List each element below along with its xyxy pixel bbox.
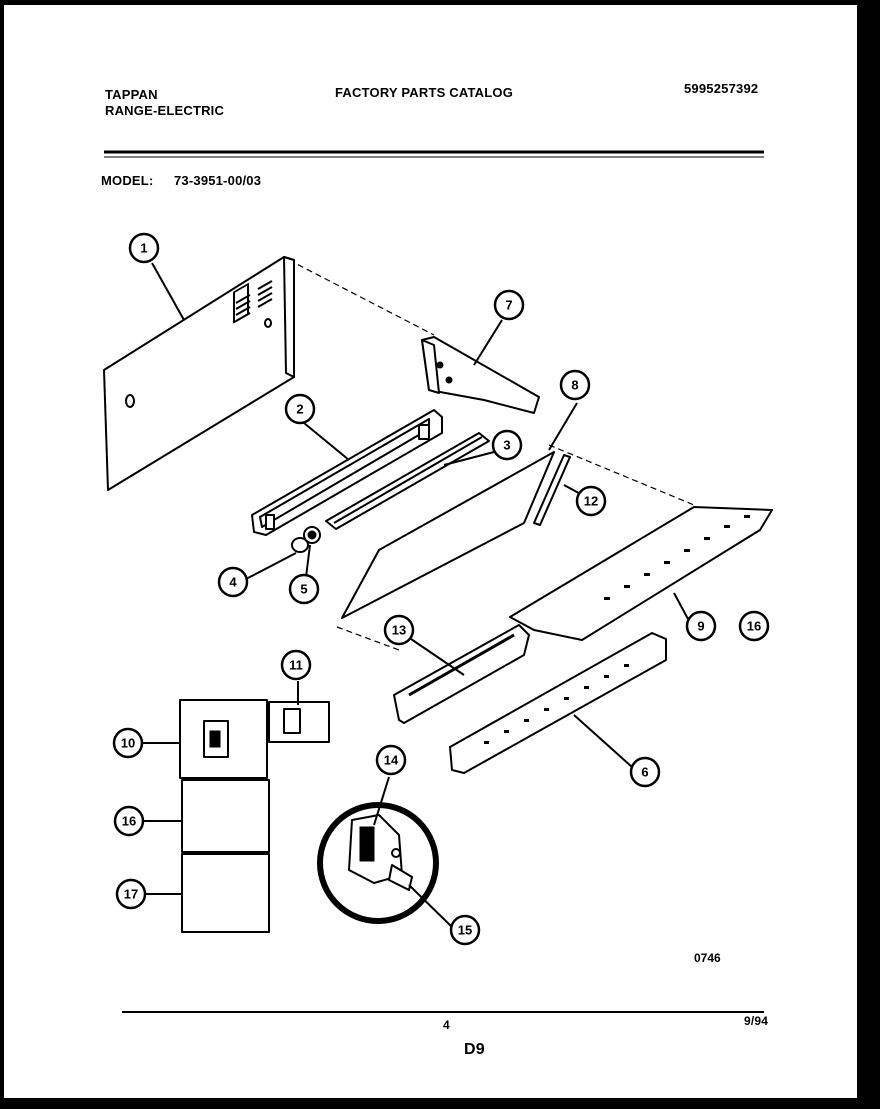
svg-text:11: 11 (289, 658, 303, 673)
callout-16-secondary: 16 (738, 610, 770, 642)
callout-8: 8 (559, 369, 591, 401)
callout-14: 14 (375, 744, 407, 776)
part-rod (325, 432, 490, 530)
page-number: 4 (443, 1018, 450, 1032)
part-knob (291, 537, 309, 553)
section-code: D9 (464, 1041, 485, 1058)
part-switch-inset (317, 802, 439, 924)
svg-text:2: 2 (296, 402, 303, 417)
assembly-line (336, 626, 400, 651)
part-ring-hole (307, 530, 317, 540)
model-value: 73-3951-00/03 (174, 173, 262, 188)
callout-15: 15 (449, 914, 481, 946)
callout-1: 1 (128, 232, 160, 264)
svg-text:8: 8 (571, 378, 578, 393)
callout-12: 12 (575, 485, 607, 517)
part-front-rail (251, 409, 443, 536)
callout-2: 2 (284, 393, 316, 425)
parts-catalog-page: TAPPAN RANGE-ELECTRIC FACTORY PARTS CATA… (4, 5, 857, 1098)
callout-3: 3 (491, 429, 523, 461)
part-top-bracket (421, 336, 540, 414)
assembly-line (548, 444, 695, 506)
part-control-panel (509, 506, 773, 641)
svg-text:13: 13 (392, 623, 406, 638)
svg-text:7: 7 (505, 298, 512, 313)
leader-lines (142, 262, 689, 928)
callout-5: 5 (288, 573, 320, 605)
catalog-number: 5995257392 (684, 81, 759, 96)
footer-date: 9/94 (744, 1014, 769, 1028)
svg-text:12: 12 (584, 494, 598, 509)
model-label: MODEL: (101, 173, 154, 188)
parts-box-stack (179, 699, 330, 933)
svg-text:10: 10 (121, 736, 135, 751)
catalog-title: FACTORY PARTS CATALOG (335, 85, 514, 100)
callout-6: 6 (629, 756, 661, 788)
svg-text:6: 6 (641, 765, 648, 780)
callout-16: 16 (113, 805, 145, 837)
svg-text:3: 3 (503, 438, 510, 453)
svg-text:1: 1 (140, 241, 147, 256)
svg-text:15: 15 (458, 923, 472, 938)
callout-13: 13 (383, 614, 415, 646)
callout-17: 17 (115, 878, 147, 910)
svg-text:17: 17 (124, 887, 138, 902)
svg-text:16: 16 (122, 814, 136, 829)
part-glass-panel (341, 451, 555, 619)
brand-label: TAPPAN (105, 87, 158, 102)
part-trim-strip (533, 454, 571, 526)
exploded-parts-diagram: 1 2 3 4 5 6 7 8 9 10 11 12 13 14 15 16 1… (103, 150, 773, 1013)
drawing-number: 0746 (694, 951, 721, 965)
part-back-panel (103, 256, 295, 491)
callout-10: 10 (112, 727, 144, 759)
svg-text:14: 14 (384, 753, 399, 768)
callout-11: 11 (280, 649, 312, 681)
assembly-line (288, 259, 435, 336)
callout-9: 9 (685, 610, 717, 642)
product-label: RANGE-ELECTRIC (105, 103, 225, 118)
svg-text:4: 4 (229, 575, 237, 590)
svg-text:9: 9 (697, 619, 704, 634)
svg-text:5: 5 (300, 582, 307, 597)
svg-text:16: 16 (747, 619, 761, 634)
part-vent-trim (449, 632, 667, 774)
callout-7: 7 (493, 289, 525, 321)
callout-4: 4 (217, 566, 249, 598)
